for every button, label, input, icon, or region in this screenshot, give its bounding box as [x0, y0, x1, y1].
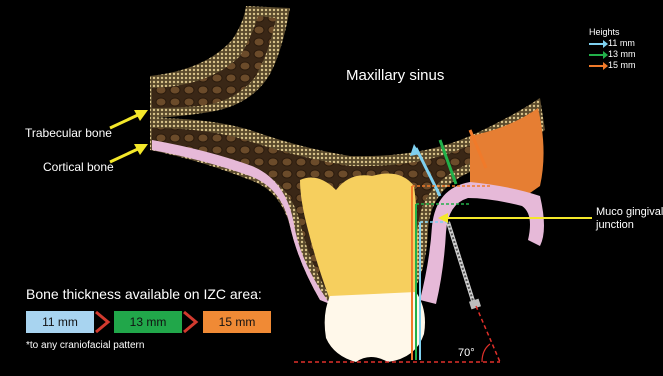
legend-item: 11 mm [589, 38, 636, 49]
arrow-right-icon [589, 54, 605, 56]
trabecular-bone-label: Trabecular bone [25, 126, 112, 140]
thickness-box-11mm: 11 mm [26, 311, 94, 333]
heights-legend: Heights 11 mm 13 mm 15 mm [589, 27, 636, 71]
legend-item: 15 mm [589, 60, 636, 71]
legend-item-label: 11 mm [608, 38, 635, 49]
legend-item-label: 13 mm [608, 49, 636, 60]
craniofacial-note: *to any craniofacial pattern [26, 340, 144, 351]
arrow-right-icon [589, 43, 605, 45]
cortical-pointer [110, 144, 148, 162]
angle-line-diagonal [476, 306, 500, 362]
chevron-right-icon [96, 312, 108, 332]
arrow-right-icon [589, 65, 605, 67]
thickness-box-15mm: 15 mm [203, 311, 271, 333]
trabecular-pointer [110, 110, 148, 128]
maxillary-sinus-label: Maxillary sinus [346, 67, 444, 84]
legend-title: Heights [589, 27, 636, 38]
muco-gingival-label: Muco gingival junction [596, 206, 663, 232]
mini-implant-screw [448, 222, 481, 309]
tooth-crown [325, 292, 425, 362]
legend-item: 13 mm [589, 49, 636, 60]
legend-item-label: 15 mm [608, 60, 636, 71]
thickness-box-13mm: 13 mm [114, 311, 182, 333]
bone-thickness-title: Bone thickness available on IZC area: [26, 286, 262, 302]
chevron-right-icon [184, 312, 196, 332]
angle-label: 70° [458, 347, 475, 359]
gingiva-buccal [420, 182, 544, 304]
cortical-bone-label: Cortical bone [43, 160, 114, 174]
angle-arc [482, 344, 490, 362]
mucogingival-pointer [438, 213, 592, 223]
